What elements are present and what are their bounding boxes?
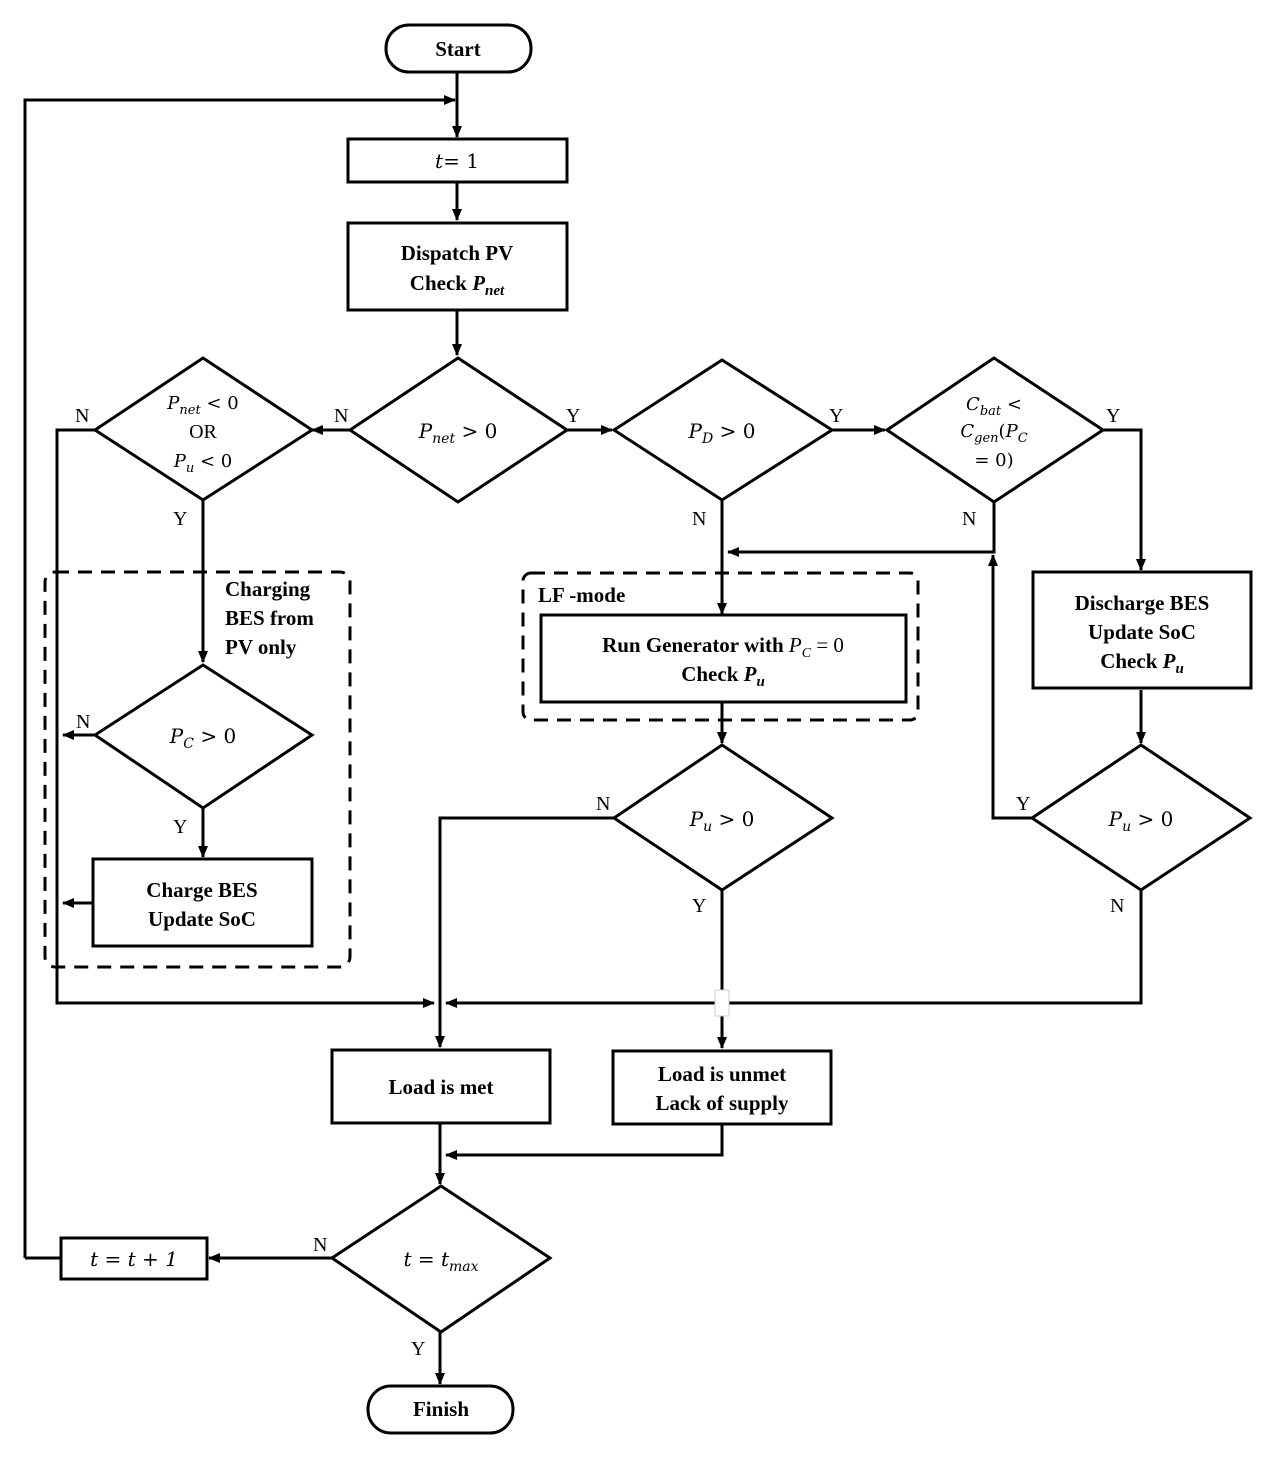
decision-pu-mid	[611, 743, 835, 892]
label-y-pd: Y	[829, 405, 843, 427]
run-generator-box	[539, 613, 908, 704]
finish-label: Finish	[413, 1397, 469, 1421]
label-y-pnet: Y	[566, 405, 580, 427]
discharge-box	[1031, 570, 1253, 690]
decision-pu-right-label: Pu > 0	[1108, 807, 1174, 835]
arrow-pu-mid-no	[435, 816, 614, 1048]
group-charging-label: Charging BES from PV only	[225, 577, 319, 659]
start-label: Start	[435, 37, 481, 61]
init-box	[346, 137, 569, 184]
start-terminal	[384, 23, 533, 74]
label-n-pnet: N	[334, 405, 348, 427]
label-n-pu-mid: N	[596, 793, 610, 815]
connectors	[23, 72, 1146, 1385]
group-lf-mode-label: LF -mode	[538, 583, 625, 607]
decision-pnet-negative-line3: Pu < 0	[173, 451, 232, 476]
decision-pnet-negative	[92, 356, 315, 502]
group-lf-mode	[521, 571, 920, 722]
decision-tmax-label: t = tmax	[403, 1247, 478, 1275]
run-generator-line2: Check Pu	[681, 662, 765, 690]
load-unmet-box	[611, 1049, 833, 1126]
decision-pnet-negative-line2: OR	[189, 421, 217, 443]
label-y-pnet-neg: Y	[173, 508, 187, 530]
decision-pc-positive	[92, 663, 315, 810]
dispatch-line2: Check Pnet	[410, 271, 505, 299]
decision-pu-mid-label: Pu > 0	[689, 807, 755, 835]
dispatch-line1: Dispatch PV	[401, 241, 514, 265]
init-label: t= 1	[435, 149, 479, 173]
decision-cost-line2: Cgen(PC	[960, 421, 1027, 446]
line-crossing-gap	[714, 989, 730, 1017]
decision-cost-line1: Cbat <	[966, 394, 1022, 419]
arrow-cost-no	[727, 502, 996, 557]
decision-pd-positive-label: PD > 0	[688, 419, 756, 447]
group-charging-label-bg	[220, 575, 348, 665]
decision-pd-positive	[611, 358, 835, 502]
increment-label: t = t + 1	[90, 1247, 178, 1271]
arrow-pu-right-yes	[988, 554, 1032, 820]
finish-terminal	[366, 1384, 515, 1435]
label-n-pc: N	[76, 711, 90, 733]
arrow-pu-right-no	[445, 890, 1143, 1008]
label-y-pu-right: Y	[1016, 793, 1030, 815]
discharge-line3: Check Pu	[1100, 649, 1184, 677]
decision-cost-line3: = 0)	[974, 450, 1013, 471]
label-n-pnet-neg: N	[75, 405, 89, 427]
charge-line1: Charge BES	[146, 878, 257, 902]
arrow-pnet-neg-no	[55, 428, 435, 1008]
decision-pnet-positive-label: Pnet > 0	[418, 419, 498, 447]
decision-pc-positive-label: PC > 0	[169, 724, 236, 752]
load-unmet-line1: Load is unmet	[658, 1062, 786, 1086]
edge-labels: N Y N Y Y N Y N N Y N Y Y N N Y	[75, 405, 1124, 1360]
decision-tmax	[329, 1184, 553, 1334]
decision-cost	[884, 356, 1106, 504]
run-generator-line1: Run Generator with PC = 0	[602, 633, 844, 661]
charge-box	[91, 857, 314, 948]
charge-line2: Update SoC	[148, 907, 256, 931]
load-met-label: Load is met	[389, 1075, 494, 1099]
label-n-tmax: N	[313, 1234, 327, 1256]
arrow-unmet-to-tmax	[445, 1124, 724, 1160]
discharge-line1: Discharge BES	[1075, 591, 1210, 615]
increment-box	[59, 1236, 209, 1281]
label-y-cost: Y	[1106, 405, 1120, 427]
decision-pnet-positive	[347, 356, 570, 504]
label-y-tmax: Y	[411, 1338, 425, 1360]
dispatch-box	[346, 221, 569, 312]
label-n-pd: N	[692, 508, 706, 530]
discharge-line2: Update SoC	[1088, 620, 1196, 644]
arrow-loop-back	[23, 95, 456, 1258]
label-n-cost: N	[962, 508, 976, 530]
load-unmet-line2: Lack of supply	[655, 1091, 789, 1115]
decision-pnet-negative-line1: Pnet < 0	[166, 393, 238, 418]
group-charging	[43, 570, 352, 969]
arrow-cost-yes	[1103, 428, 1146, 571]
load-met-box	[330, 1048, 552, 1125]
label-y-pc: Y	[173, 816, 187, 838]
label-n-pu-right: N	[1110, 895, 1124, 917]
label-y-pu-mid: Y	[692, 895, 706, 917]
decision-pu-right	[1029, 743, 1253, 892]
